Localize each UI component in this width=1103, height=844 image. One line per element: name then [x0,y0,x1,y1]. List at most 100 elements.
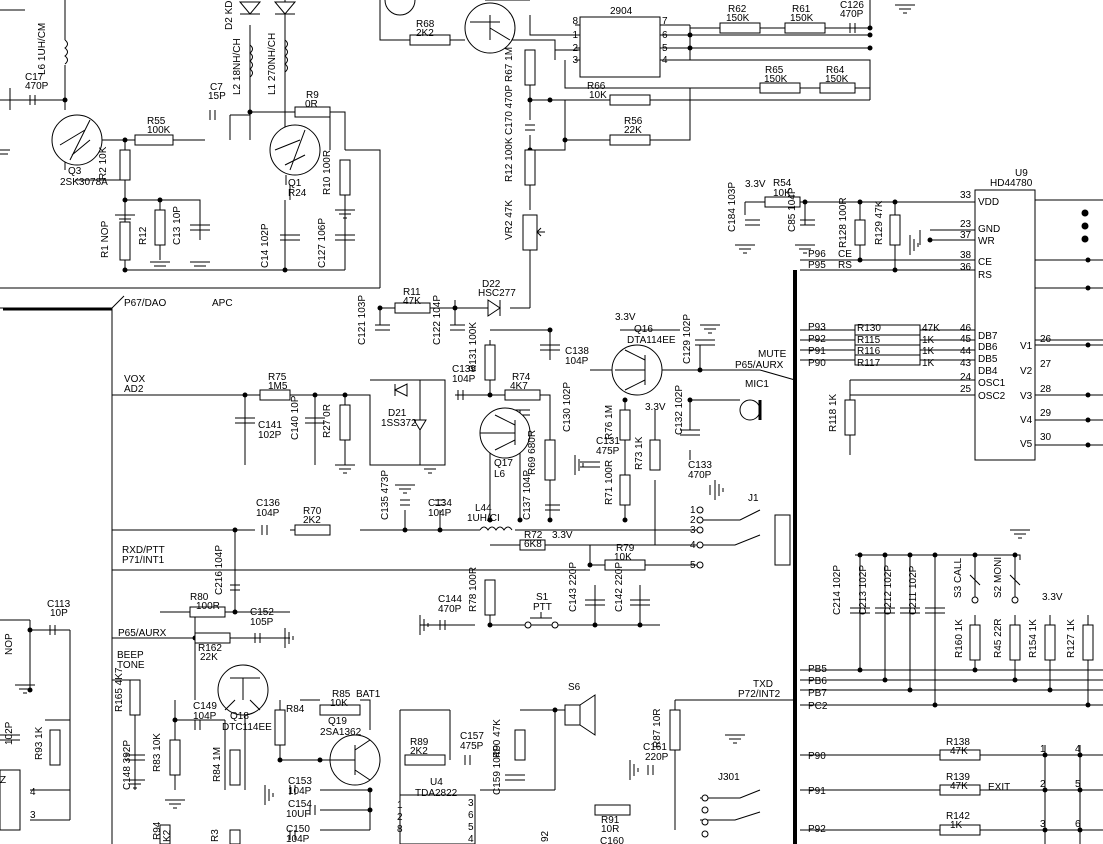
r116-value: 1K [922,335,935,346]
net-n3: 3 [30,810,36,821]
r79-value: 6K8 [524,539,542,550]
net-pb5: PB5 [808,664,827,675]
r56-ref: R56 [624,116,643,127]
r64-value: 150K [825,74,849,85]
r139-label: R127 1K [1066,619,1077,658]
net-z: Z [0,775,6,786]
c85-label: C85 104P [787,187,798,232]
c122-label: C122 104P [432,295,443,345]
r162-value: 100R [196,601,220,612]
u9-pin-name-wr: WR [978,236,995,247]
c13-label: C13 10P [172,206,183,245]
ic-2904-label: 2904 [610,6,633,17]
c138-ref: C138 [565,346,589,357]
d22-value: HSC277 [478,288,516,299]
net-rxd: RXD/PTT [122,545,165,556]
c17-value: 470P [25,81,49,92]
net-p91b: P91 [808,786,826,797]
supply-r79: 3.3V [552,530,573,541]
u9-pin-name-db5: DB5 [978,354,998,365]
net-ad2: AD2 [124,384,144,395]
l44-ref: L44 [475,503,492,514]
u9-pin-num-28: 28 [1040,384,1052,395]
pin-u4-2: 2 [397,812,403,823]
u9-pin-name-ce: CE [978,257,992,268]
r165-value: 22K [200,652,218,663]
c126-ref: C126 [840,0,864,11]
r144-value: 1K [950,820,963,831]
pin-u4-8: 8 [397,824,403,835]
c152-ref: C152 [250,607,274,618]
u9-pin-name-rs: RS [978,270,992,281]
pin-u4-5: 5 [468,822,474,833]
u9-pin-name-osc2: OSC2 [978,391,1006,402]
r84-label: R83 10K [152,733,163,772]
r154-label: R160 1K [954,619,965,658]
r65-ref: R65 [765,65,784,76]
r10-label: R2 10K [98,146,109,180]
c141-ref: C141 [258,420,282,431]
d22-ref: D22 [482,279,501,290]
c154-ref: C154 [288,799,312,810]
r70-label: R71 100R [604,460,615,505]
pin-2904-5: 5 [662,43,668,54]
u9-pin-num-27: 27 [1040,359,1052,370]
c138-value: 104P [565,356,589,367]
c136-ref: C136 [256,498,280,509]
net-apc: APC [212,298,233,309]
supply-r128: 3.3V [745,179,766,190]
r144-ref: R142 [946,811,970,822]
r91-label: R90 47K [492,719,503,758]
pin-2904-4: 4 [662,55,668,66]
key-4: 4 [1075,744,1081,755]
j1-label: J1 [748,493,759,504]
u9-pin-name-db4: DB4 [978,366,998,377]
key-1: 1 [1040,744,1046,755]
u9-pin-name-v5: V5 [1020,439,1033,450]
r160-ref: R91 [601,815,620,826]
net-p90: P90 [808,358,826,369]
r117-ref: R116 [857,346,881,357]
u9-pin-num-38: 38 [960,250,972,261]
net-p67: P67/DAO [124,298,166,309]
j1-pin-2: 2 [690,515,696,526]
q19-ref: Q19 [328,716,347,727]
c133-value: 470P [688,470,712,481]
r129-label: R128 100R [838,197,849,248]
supply-q16: 3.3V [615,312,636,323]
c126-value: 470P [840,9,864,20]
r64-ref: R64 [826,65,845,76]
u9-pin-num-29: 29 [1040,408,1052,419]
r65-value: 150K [764,74,788,85]
vr2-label: VR2 47K [504,200,515,240]
r131-label: R118 1K [828,393,839,432]
supply-r139: 3.3V [1042,592,1063,603]
u9-pin-name-v1: V1 [1020,341,1033,352]
c150-value: 104P [286,834,310,844]
net-beep: BEEP [117,650,144,661]
c212-label: C212 102P [883,565,894,615]
key-5: 5 [1075,779,1081,790]
pin-2904-8: 8 [572,16,578,27]
net-nop2: NOP [4,633,15,655]
net-k2: K2 [162,829,173,842]
r66-ref: R66 [587,81,606,92]
r56-value: 22K [624,125,642,136]
c7-value: 15P [208,91,226,102]
pin-2904-6: 6 [662,30,668,41]
r54-value: 47K [403,296,421,307]
u9-pin-num-46: 46 [960,323,972,334]
r80-label: R78 100R [468,567,479,612]
c143-label: C143 220P [568,562,579,612]
r62-ref: R62 [728,4,747,15]
r90-ref: R85 [332,689,351,700]
c135-label: C135 473P [380,470,391,520]
q3-ref: Q3 [68,166,82,177]
net-p95: P95 [808,260,826,271]
r73-label: R69 680R [527,430,538,475]
r72-value: 2K2 [303,515,321,526]
q18-ref: Q18 [230,711,249,722]
net-txd: TXD [753,679,773,690]
r83-label: R165 4K7 [114,667,125,712]
r45-label: R93 1K [34,726,45,760]
